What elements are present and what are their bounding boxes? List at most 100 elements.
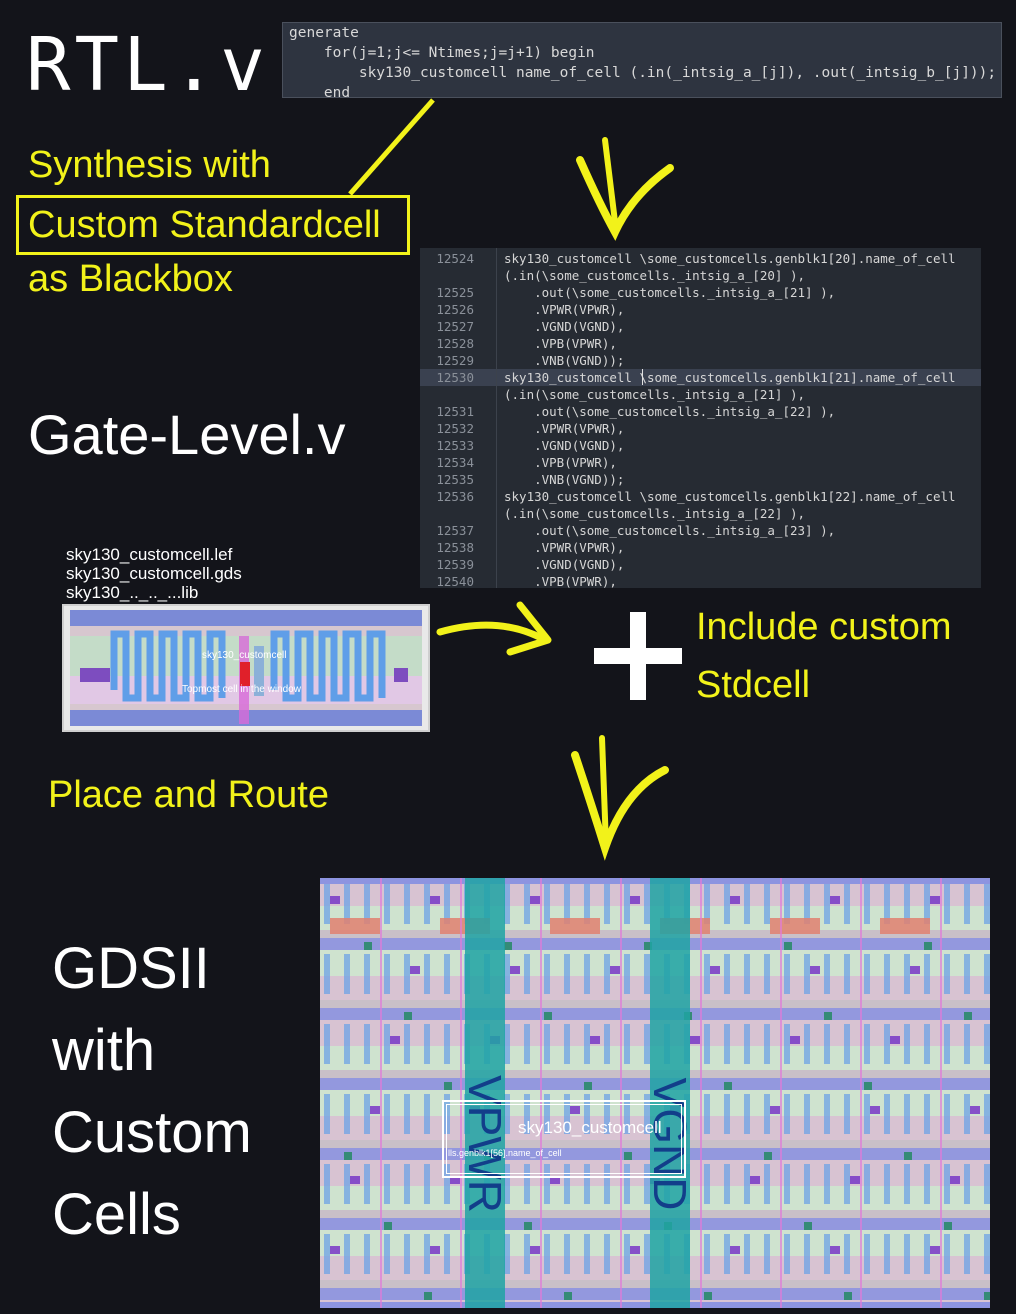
custom-cell-layout-drawing	[70, 610, 422, 726]
code-row: 12532 .VPWR(VPWR),	[420, 420, 981, 437]
code-row: 12531 .out(\some_customcells._intsig_a_[…	[420, 403, 981, 420]
gdsii-title-line: Cells	[52, 1182, 181, 1247]
gate-level-title: Gate-Level.v	[28, 403, 346, 466]
line-number: 12527	[436, 319, 474, 334]
down-arrow-2-shaft	[599, 735, 609, 848]
rtl-title: RTL.v	[26, 22, 269, 108]
line-number: 12536	[436, 489, 474, 504]
include-line1: Include custom	[696, 606, 952, 648]
down-arrow-1	[576, 156, 674, 241]
gdsii-title-line: Custom	[52, 1100, 252, 1165]
code-row: (.in(\some_customcells._intsig_a_[20] ),	[420, 267, 981, 284]
topmost-cell-label: Topmost cell in the window	[182, 684, 301, 695]
plus-icon	[594, 612, 682, 700]
synthesis-line2-boxed: Custom Standardcell	[16, 195, 410, 255]
code-text: (.in(\some_customcells._intsig_a_[20] ),	[504, 268, 806, 283]
custom-cell-outline-inner	[446, 1104, 682, 1174]
gds-instance-label: lls.genblk1[56].name_of_cell	[448, 1148, 562, 1158]
rtl-code-panel: generate for(j=1;j<= Ntimes;j=j+1) begin…	[282, 22, 1002, 101]
right-arrow-shaft	[436, 621, 549, 644]
synthesis-line3: as Blackbox	[28, 258, 233, 300]
text-caret	[642, 369, 643, 385]
gdsii-title: GDSII with Custom Cells	[52, 928, 252, 1256]
line-number: 12537	[436, 523, 474, 538]
line-number: 12538	[436, 540, 474, 555]
rtl-code-line: generate	[289, 25, 359, 41]
code-text: sky130_customcell \some_customcells.genb…	[504, 251, 956, 266]
code-row: 12538 .VPWR(VPWR),	[420, 539, 981, 556]
code-row: 12537 .out(\some_customcells._intsig_a_[…	[420, 522, 981, 539]
code-text: sky130_customcell \some_customcells.genb…	[504, 370, 956, 385]
code-row: (.in(\some_customcells._intsig_a_[21] ),	[420, 386, 981, 403]
line-number: 12539	[436, 557, 474, 572]
line-number: 12531	[436, 404, 474, 419]
line-number: 12530	[436, 370, 474, 385]
down-arrow-2	[571, 751, 669, 861]
line-number: 12540	[436, 574, 474, 588]
code-text: .VPWR(VPWR),	[504, 421, 625, 436]
synthesis-line1: Synthesis with	[28, 144, 271, 186]
vgnd-rail	[650, 878, 690, 1308]
custom-cell-outline	[442, 1100, 686, 1178]
code-text: .VNB(VGND));	[504, 472, 625, 487]
line-number	[420, 267, 496, 284]
file-gds: sky130_customcell.gds	[66, 564, 242, 583]
rtl-code-line: for(j=1;j<= Ntimes;j=j+1) begin	[289, 45, 595, 61]
code-row: 12529 .VNB(VGND));	[420, 352, 981, 369]
code-text: .out(\some_customcells._intsig_a_[22] ),	[504, 404, 836, 419]
file-lib: sky130_.._.._...lib	[66, 583, 199, 602]
line-number: 12525	[436, 285, 474, 300]
gate-level-code-panel: 12524 sky130_customcell \some_customcells…	[420, 248, 981, 588]
code-row: (.in(\some_customcells._intsig_a_[22] ),	[420, 505, 981, 522]
file-lef: sky130_customcell.lef	[66, 545, 233, 564]
line-number: 12532	[436, 421, 474, 436]
line-number	[420, 386, 496, 403]
custom-cell-label: sky130_customcell	[202, 650, 287, 661]
file-list: sky130_customcell.lef sky130_customcell.…	[66, 545, 242, 602]
code-text: (.in(\some_customcells._intsig_a_[22] ),	[504, 506, 806, 521]
code-row: 12539 .VGND(VGND),	[420, 556, 981, 573]
include-line2: Stdcell	[696, 664, 811, 706]
code-text: .VPWR(VPWR),	[504, 302, 625, 317]
code-text: sky130_customcell \some_customcells.genb…	[504, 489, 956, 504]
code-text: .VNB(VGND));	[504, 353, 625, 368]
code-text: .out(\some_customcells._intsig_a_[21] ),	[504, 285, 836, 300]
code-row: 12533 .VGND(VGND),	[420, 437, 981, 454]
code-text: .out(\some_customcells._intsig_a_[23] ),	[504, 523, 836, 538]
code-row: 12540 .VPB(VPWR),	[420, 573, 981, 588]
line-number: 12533	[436, 438, 474, 453]
rtl-code-line: end	[289, 85, 351, 101]
line-number: 12535	[436, 472, 474, 487]
code-row: 12530 sky130_customcell \some_customcells…	[420, 369, 981, 386]
line-number: 12529	[436, 353, 474, 368]
down-arrow-1-shaft	[602, 137, 619, 233]
code-row: 12536 sky130_customcell \some_customcells…	[420, 488, 981, 505]
code-row: 12535 .VNB(VGND));	[420, 471, 981, 488]
code-row: 12524 sky130_customcell \some_customcells…	[420, 250, 981, 267]
code-row: 12534 .VPB(VPWR),	[420, 454, 981, 471]
line-number: 12528	[436, 336, 474, 351]
code-text: .VPWR(VPWR),	[504, 540, 625, 555]
code-row: 12527 .VGND(VGND),	[420, 318, 981, 335]
code-row: 12525 .out(\some_customcells._intsig_a_[…	[420, 284, 981, 301]
code-text: .VPB(VPWR),	[504, 455, 617, 470]
code-text: .VGND(VGND),	[504, 557, 625, 572]
code-row: 12526 .VPWR(VPWR),	[420, 301, 981, 318]
code-text: (.in(\some_customcells._intsig_a_[21] ),	[504, 387, 806, 402]
connector-line	[348, 98, 435, 196]
place-and-route-label: Place and Route	[48, 774, 329, 816]
line-number: 12524	[436, 251, 474, 266]
custom-cell-layout: sky130_customcell Topmost cell in the wi…	[62, 604, 430, 732]
code-row: 12528 .VPB(VPWR),	[420, 335, 981, 352]
right-arrow-head	[506, 601, 552, 656]
rtl-code-line: sky130_customcell name_of_cell (.in(_int…	[289, 65, 997, 81]
line-number	[420, 505, 496, 522]
code-text: .VGND(VGND),	[504, 438, 625, 453]
vpwr-rail	[465, 878, 505, 1308]
gdsii-title-line: GDSII	[52, 936, 210, 1001]
code-text: .VPB(VPWR),	[504, 574, 617, 588]
gdsii-layout: VPWR VGND sky130_customcell lls.genblk1[…	[320, 878, 990, 1308]
code-text: .VPB(VPWR),	[504, 336, 617, 351]
line-number: 12534	[436, 455, 474, 470]
